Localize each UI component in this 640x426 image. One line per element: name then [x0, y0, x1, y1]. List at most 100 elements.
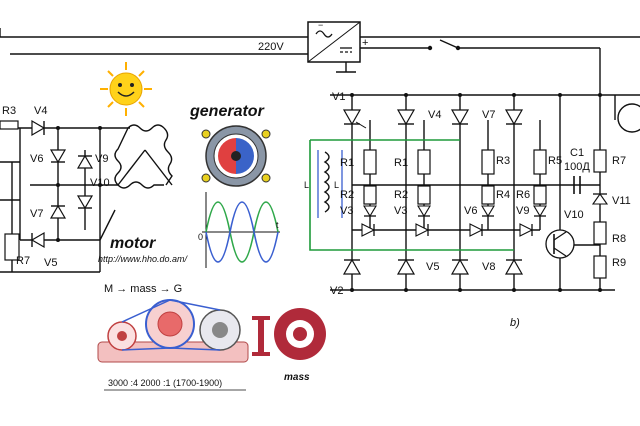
label-r2b: R2 [394, 189, 408, 201]
label-r7: R7 [16, 255, 30, 267]
label-c1-value: 100Д [564, 161, 590, 173]
generator-title: generator [189, 103, 265, 120]
diode-v9-right [533, 205, 547, 218]
label-r1a: R1 [340, 157, 354, 169]
label-r9: R9 [612, 257, 626, 269]
switch-contact [455, 45, 461, 51]
resistor-r3 [481, 149, 495, 175]
junction-dots [56, 93, 602, 292]
top-power-wires [0, 28, 640, 95]
label-r4: R4 [496, 189, 510, 201]
diode-v3a [363, 205, 377, 218]
diode-v4-right [450, 109, 470, 126]
label-r2a: R2 [340, 189, 354, 201]
diode-v7 [49, 204, 67, 219]
diode-v8 [504, 258, 524, 275]
resistor-r4 [481, 185, 495, 205]
label-v2: V2 [330, 285, 343, 297]
diode-v7-right [504, 109, 524, 126]
sun-icon [100, 62, 152, 116]
rpm-formula: 3000 :4 2000 :1 (1700-1900) [108, 378, 222, 388]
label-v7-right: V7 [482, 109, 495, 121]
label-v3a: V3 [340, 205, 353, 217]
resistor-r1b [417, 149, 431, 175]
resistor-r5 [533, 149, 547, 175]
resistor-r7 [4, 233, 20, 261]
label-r1b: R1 [394, 157, 408, 169]
belt-drive-illustration [97, 299, 249, 363]
label-v5-right: V5 [426, 261, 439, 273]
resistor-r2a [363, 185, 377, 205]
diode-v2 [342, 258, 362, 275]
diode-h4 [519, 223, 534, 237]
resistor-r2b [417, 185, 431, 205]
label-r8: R8 [612, 233, 626, 245]
section-b-label: b) [510, 317, 520, 329]
motor-title: motor [110, 235, 156, 252]
resistor-r3 [0, 120, 19, 130]
coil-label-2: L [334, 180, 339, 190]
diode-v6-right [481, 205, 495, 218]
label-r6: R6 [516, 189, 530, 201]
diode-v6 [49, 149, 67, 164]
diode-v9 [76, 154, 94, 169]
diode-v1 [342, 109, 367, 129]
coil-inductor [323, 151, 330, 213]
green-wire [309, 139, 514, 251]
resistor-r6 [533, 185, 547, 205]
diode-v10 [76, 195, 94, 210]
label-v1: V1 [332, 91, 345, 103]
label-v7: V7 [30, 208, 43, 220]
axis-t-label: t [276, 220, 279, 230]
diode-v11 [591, 193, 609, 205]
diode-top-2 [396, 109, 416, 126]
sine-wave-graph [202, 192, 280, 268]
label-v11: V11 [612, 195, 631, 207]
resistor-r1a [363, 149, 377, 175]
label-r7-right: R7 [612, 155, 626, 167]
label-v5: V5 [44, 257, 57, 269]
generator-icon [201, 125, 271, 187]
label-v4: V4 [34, 105, 47, 117]
resistor-r9 [593, 255, 607, 279]
label-v10: V10 [90, 177, 110, 189]
diode-v3b [417, 205, 431, 218]
label-c1: C1 [570, 147, 584, 159]
label-v3b: V3 [394, 205, 407, 217]
switch-contact [427, 45, 433, 51]
label-r3: R3 [2, 105, 16, 117]
mass-formula: M → mass → G [104, 283, 182, 295]
transistor-v10 [545, 229, 575, 259]
label-r5: R5 [548, 155, 562, 167]
mass-word: mass [284, 372, 310, 383]
label-r3-right: R3 [496, 155, 510, 167]
resistor-r7-right [593, 149, 607, 173]
label-v9: V9 [95, 153, 108, 165]
mass-flywheel-icon [252, 308, 326, 360]
plus-sign: + [362, 37, 368, 49]
label-v6: V6 [30, 153, 43, 165]
diode-v5 [30, 231, 45, 249]
voltage-label: 220V [258, 41, 284, 53]
label-v9-right: V9 [516, 205, 529, 217]
resistor-r8 [593, 221, 607, 245]
label-v10-right: V10 [564, 209, 584, 221]
diode-bottom-2 [396, 258, 416, 275]
axis-zero-label: 0 [198, 232, 203, 242]
label-v4-right: V4 [428, 109, 441, 121]
minus-sign: − [318, 20, 323, 30]
meter-circle [617, 103, 640, 133]
blue-wire [317, 150, 343, 218]
label-v8: V8 [482, 261, 495, 273]
coil-label-1: L [304, 180, 309, 190]
capacitor-c1 [573, 176, 581, 194]
label-v6-right: V6 [464, 205, 477, 217]
diode-h3 [469, 223, 484, 237]
ac-dc-converter-box: − + [307, 20, 368, 63]
diode-h1 [361, 223, 376, 237]
diode-h2 [415, 223, 430, 237]
motor-winding-triangle [114, 124, 173, 189]
url-text: http://www.hho.do.am/ [98, 254, 189, 264]
